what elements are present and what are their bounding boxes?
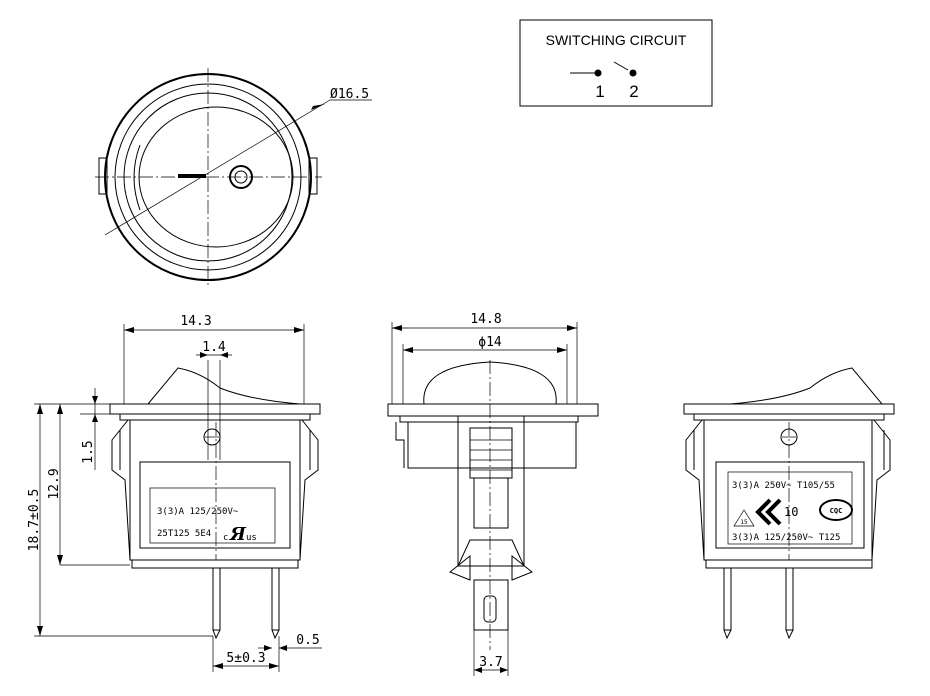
front-rating-line-2: 25T125 5E4 [157, 529, 211, 539]
flange-height-label: 1.5 [81, 440, 96, 463]
svg-text:c: c [223, 533, 228, 543]
terminal-thickness-label: 0.5 [296, 633, 319, 648]
body-height-label: 12.9 [47, 468, 62, 499]
circuit-title: SWITCHING CIRCUIT [546, 32, 687, 48]
back-rating-line-1: 3(3)A 250V~ T105/55 [732, 481, 835, 491]
front-rating-line-1: 3(3)A 125/250V~ [157, 507, 239, 517]
ul-mark-icon: c Я us [223, 524, 257, 545]
back-rating-line-3: 3(3)A 125/250V~ T125 [732, 533, 840, 543]
diameter-label: Ø16.5 [330, 87, 369, 102]
front-width-label: 14.3 [180, 314, 211, 329]
overall-height-label: 18.7±0.5 [27, 489, 42, 552]
side-view: 14.8 ϕ14 3.7 [387, 312, 599, 676]
terminal-2-label: 2 [629, 82, 638, 101]
top-view: Ø16.5 [95, 68, 372, 287]
side-terminal-width-label: 3.7 [479, 655, 502, 670]
svg-text:us: us [246, 533, 257, 543]
terminal-1-label: 1 [595, 82, 604, 101]
cap-diameter-label: ϕ14 [478, 335, 502, 350]
side-width-label: 14.8 [470, 312, 501, 327]
svg-text:Я: Я [229, 524, 247, 545]
chevron-mark-icon [755, 498, 782, 526]
svg-text:CQC: CQC [830, 507, 843, 515]
cqc-mark-icon: CQC [819, 499, 853, 521]
terminal-width-label: 1.4 [202, 340, 226, 355]
back-rating-line-2: 10 [784, 505, 798, 519]
triangle-mark-icon: 15 [733, 509, 755, 527]
svg-text:15: 15 [740, 519, 748, 526]
front-view: 3(3)A 125/250V~ 25T125 5E4 c Я us 14.3 1… [27, 314, 322, 672]
pitch-label: 5±0.3 [226, 651, 265, 666]
back-view: 3(3)A 250V~ T105/55 15 10 CQC 3(3)A 125/… [683, 367, 895, 640]
switching-circuit-box: SWITCHING CIRCUIT 1 2 [519, 19, 713, 107]
